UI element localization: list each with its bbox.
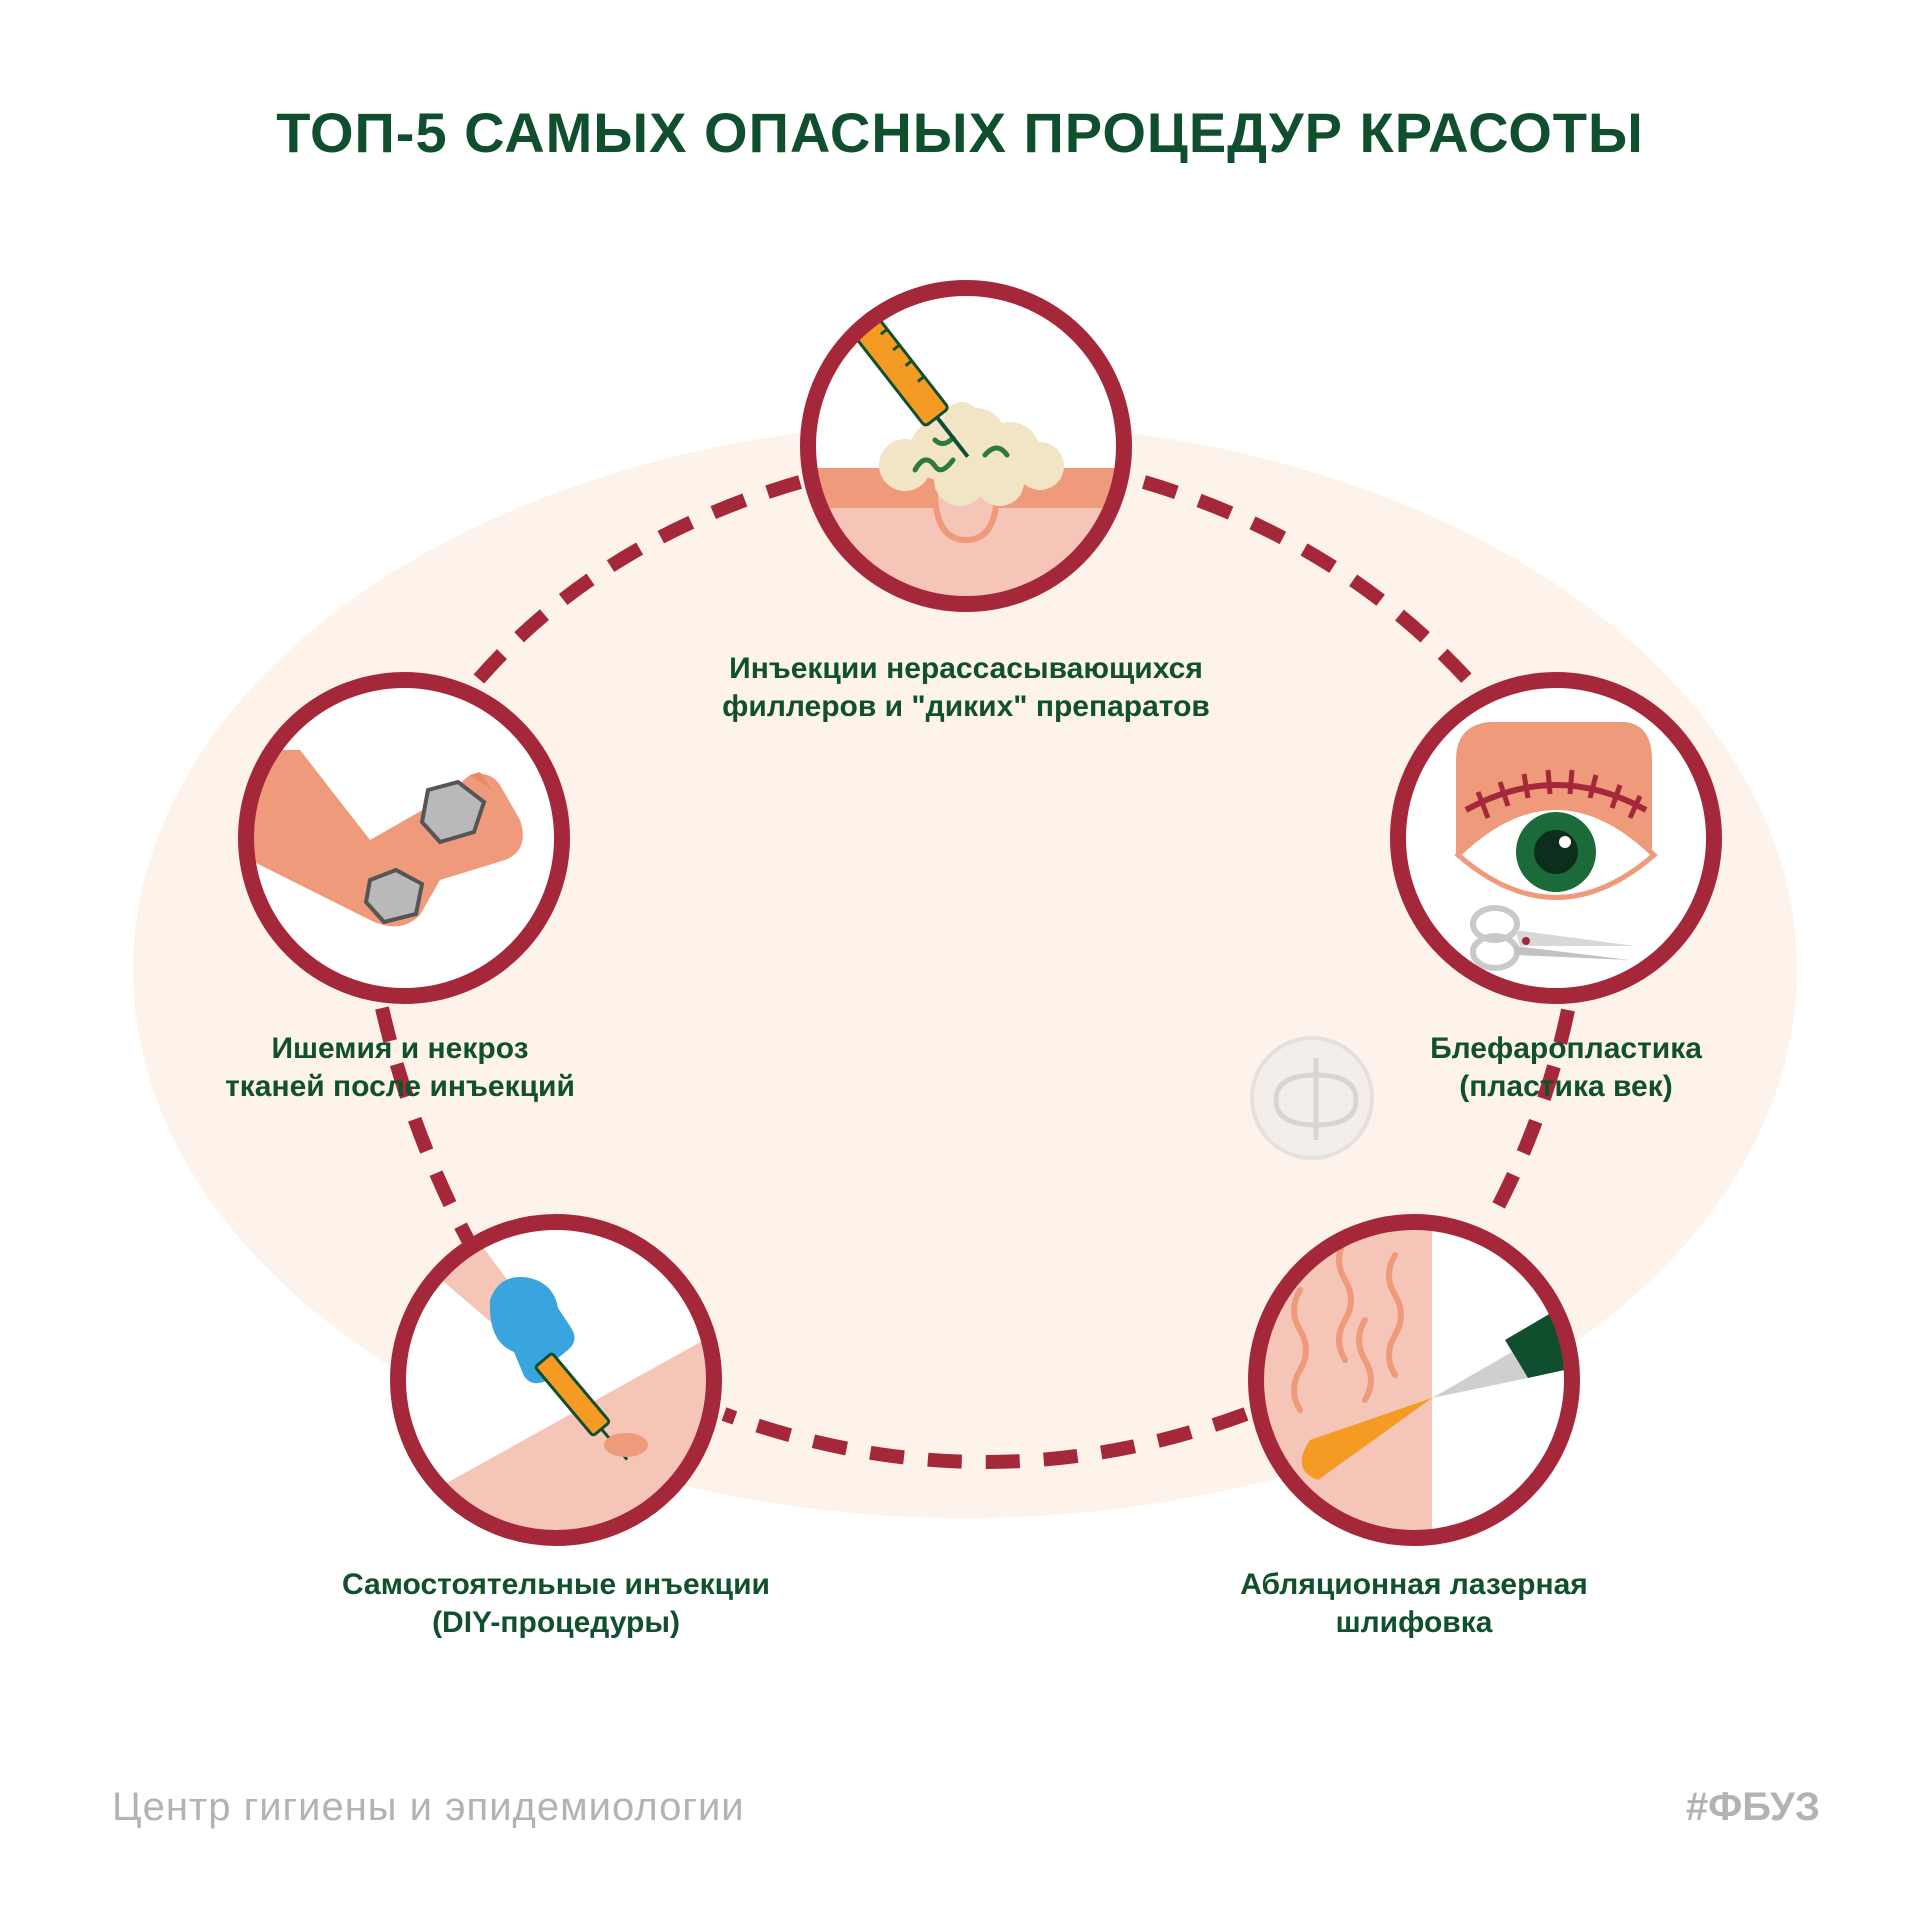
footer-hashtag: #ФБУЗ [1685, 1785, 1820, 1829]
procedure-label-4: Самостоятельные инъекции (DIY-процедуры) [276, 1566, 836, 1642]
procedure-circle-2 [1390, 672, 1722, 1004]
watermark-logo-icon [1250, 1036, 1374, 1160]
connector-2-3 [1483, 1008, 1575, 1226]
procedure-label-1: Инъекции нерассасывающихся филлеров и "д… [686, 650, 1246, 726]
label-line: (DIY-процедуры) [432, 1606, 680, 1639]
dashed-connectors [375, 475, 1575, 1469]
label-line: филлеров и "диких" препаратов [722, 690, 1210, 723]
procedure-label-3: Абляционная лазерная шлифовка [1134, 1566, 1694, 1642]
label-line: Самостоятельные инъекции [342, 1568, 770, 1601]
connector-1-2 [1142, 475, 1476, 687]
label-line: шлифовка [1335, 1606, 1493, 1639]
label-line: Ишемия и некроз [271, 1032, 529, 1065]
procedure-circle-1 [800, 280, 1132, 612]
page-title: ТОП-5 САМЫХ ОПАСНЫХ ПРОЦЕДУР КРАСОТЫ [276, 101, 1644, 164]
label-line: (пластика век) [1459, 1070, 1673, 1103]
label-line: Абляционная лазерная [1240, 1568, 1588, 1601]
procedure-label-5: Ишемия и некроз тканей после инъекций [120, 1030, 680, 1106]
connector-3-4 [721, 1407, 1249, 1469]
label-line: Блефаропластика [1430, 1032, 1702, 1065]
procedure-circle-4 [390, 1214, 722, 1546]
connector-1-5 [472, 475, 802, 685]
procedure-label-2: Блефаропластика (пластика век) [1286, 1030, 1846, 1106]
procedure-circle-5 [238, 672, 570, 1004]
label-line: Инъекции нерассасывающихся [729, 652, 1203, 685]
connector-4-5 [375, 1006, 475, 1244]
footer-organization: Центр гигиены и эпидемиологии [112, 1785, 745, 1829]
blepharoplasty-eye-icon [1454, 722, 1658, 971]
label-line: тканей после инъекций [225, 1070, 575, 1103]
necrosis-foot-icon [246, 750, 523, 927]
